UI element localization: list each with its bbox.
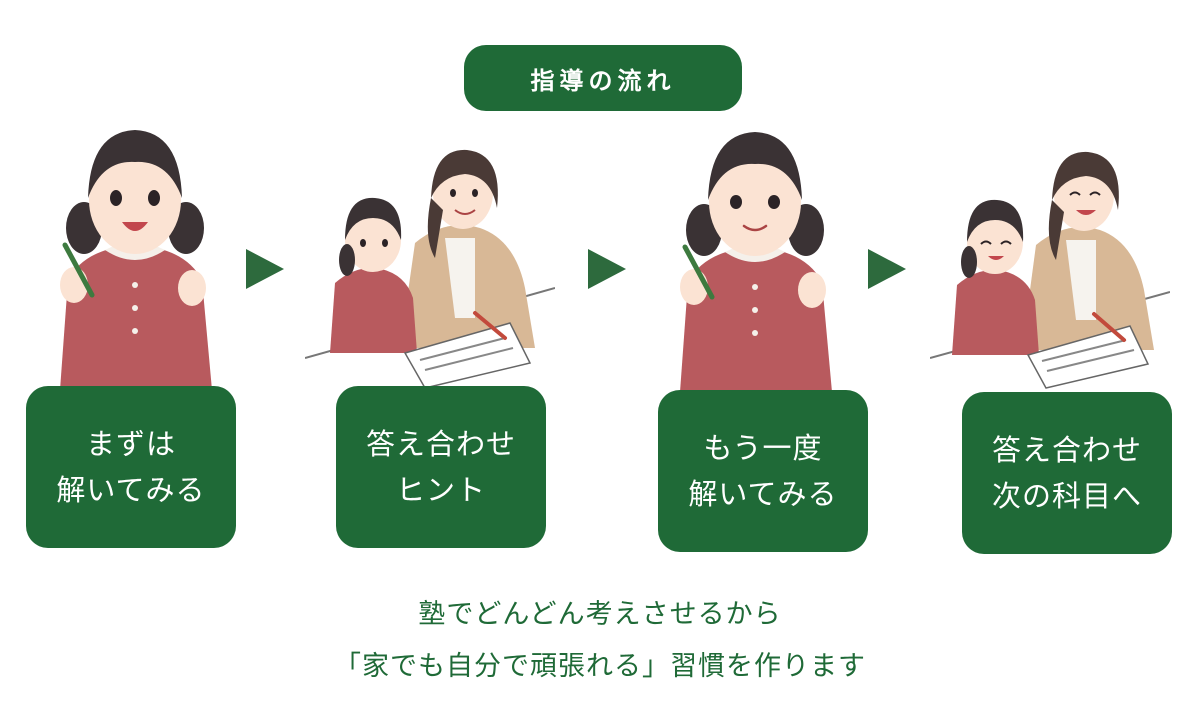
step-2-line-1: 答え合わせ — [365, 427, 516, 461]
caption-line-2: 「家でも自分で頑張れる」習慣を作ります — [334, 651, 866, 682]
girl-solving-illustration-1 — [60, 130, 212, 390]
flow-arrow-icon — [588, 249, 626, 289]
flow-title: 指導の流れ — [464, 45, 742, 111]
flow-arrow-icon — [868, 249, 906, 289]
caption-line-1: 塾でどんどん考えさせるから — [418, 599, 782, 630]
teacher-checking-illustration-1 — [305, 149, 555, 388]
step-1-line-2: 解いてみる — [56, 473, 206, 507]
step-3-line-2: 解いてみる — [688, 477, 838, 511]
step-4-box: 答え合わせ 次の科目へ — [962, 392, 1172, 554]
girl-solving-illustration-2 — [680, 132, 832, 392]
step-3-box: もう一度 解いてみる — [658, 390, 868, 552]
teacher-checking-illustration-2 — [930, 151, 1170, 389]
step-3-line-1: もう一度 — [703, 431, 823, 465]
step-2-line-2: ヒント — [395, 473, 486, 507]
step-1-line-1: まずは — [85, 427, 176, 461]
step-4-line-2: 次の科目へ — [991, 479, 1142, 513]
step-4-line-1: 答え合わせ — [991, 433, 1142, 467]
flow-arrow-icon — [246, 249, 284, 289]
step-1-box: まずは 解いてみる — [26, 386, 236, 548]
step-2-box: 答え合わせ ヒント — [336, 386, 546, 548]
